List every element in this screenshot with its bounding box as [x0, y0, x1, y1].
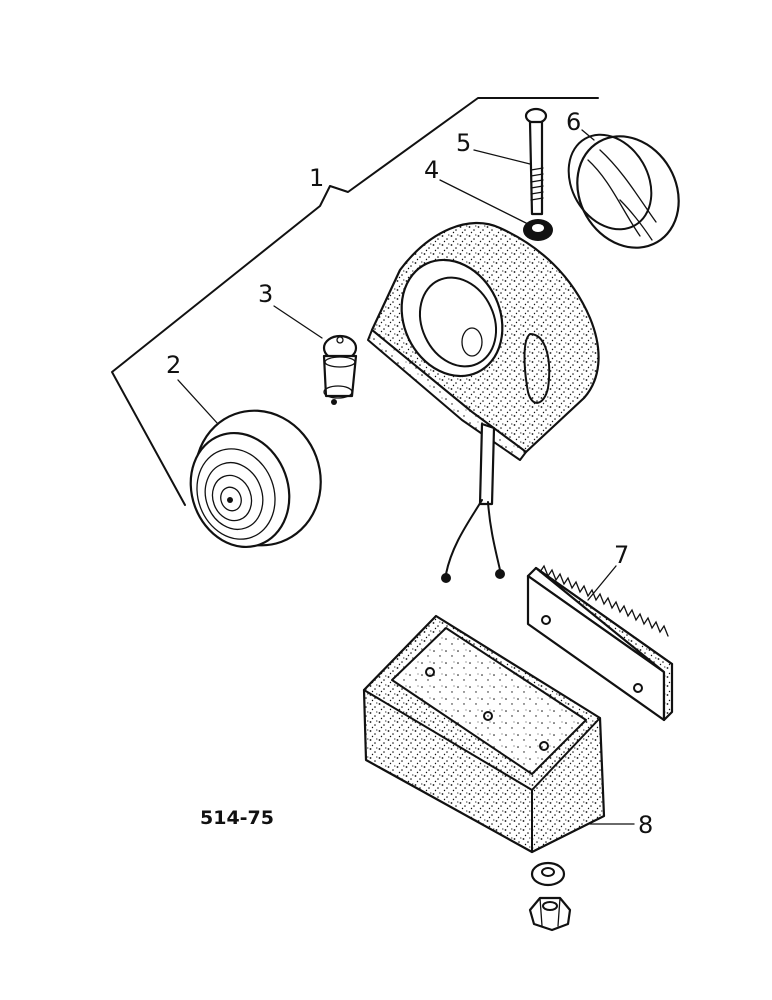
base-plinth-part	[362, 614, 606, 854]
bulb-part	[322, 334, 358, 405]
callout-2: 2	[166, 351, 219, 425]
lamp-housing-part	[367, 221, 600, 583]
callout-3: 3	[258, 280, 323, 339]
callout-5-label: 5	[456, 129, 471, 157]
callout-6-leader	[581, 129, 595, 141]
assembly-bracket	[111, 97, 599, 506]
callout-2-leader	[177, 379, 219, 425]
callout-7-label: 7	[614, 541, 629, 569]
callout-1: 1	[309, 164, 324, 192]
callout-4-label: 4	[424, 156, 439, 184]
reflector-plate-part	[526, 564, 674, 722]
hex-nut-part	[528, 896, 572, 932]
callout-5: 5	[456, 129, 531, 165]
lens-ring-part	[567, 133, 680, 249]
screw-part	[524, 107, 548, 216]
callout-6: 6	[566, 108, 595, 141]
callout-7: 7	[587, 541, 629, 601]
callout-8: 8	[589, 811, 653, 839]
washer-part	[523, 219, 553, 241]
lens-part	[189, 409, 322, 549]
callout-6-label: 6	[566, 108, 581, 136]
callout-7-leader	[587, 565, 617, 601]
callout-4-leader	[439, 179, 529, 225]
callout-3-leader	[273, 305, 323, 339]
callout-2-label: 2	[166, 351, 181, 379]
drawing-code: 514-75	[200, 807, 274, 829]
callout-8-label: 8	[638, 811, 653, 839]
base-washer-part	[530, 861, 566, 887]
callout-3-label: 3	[258, 280, 273, 308]
callout-1-label: 1	[309, 164, 324, 192]
callout-4: 4	[424, 156, 529, 225]
callout-5-leader	[473, 149, 531, 165]
